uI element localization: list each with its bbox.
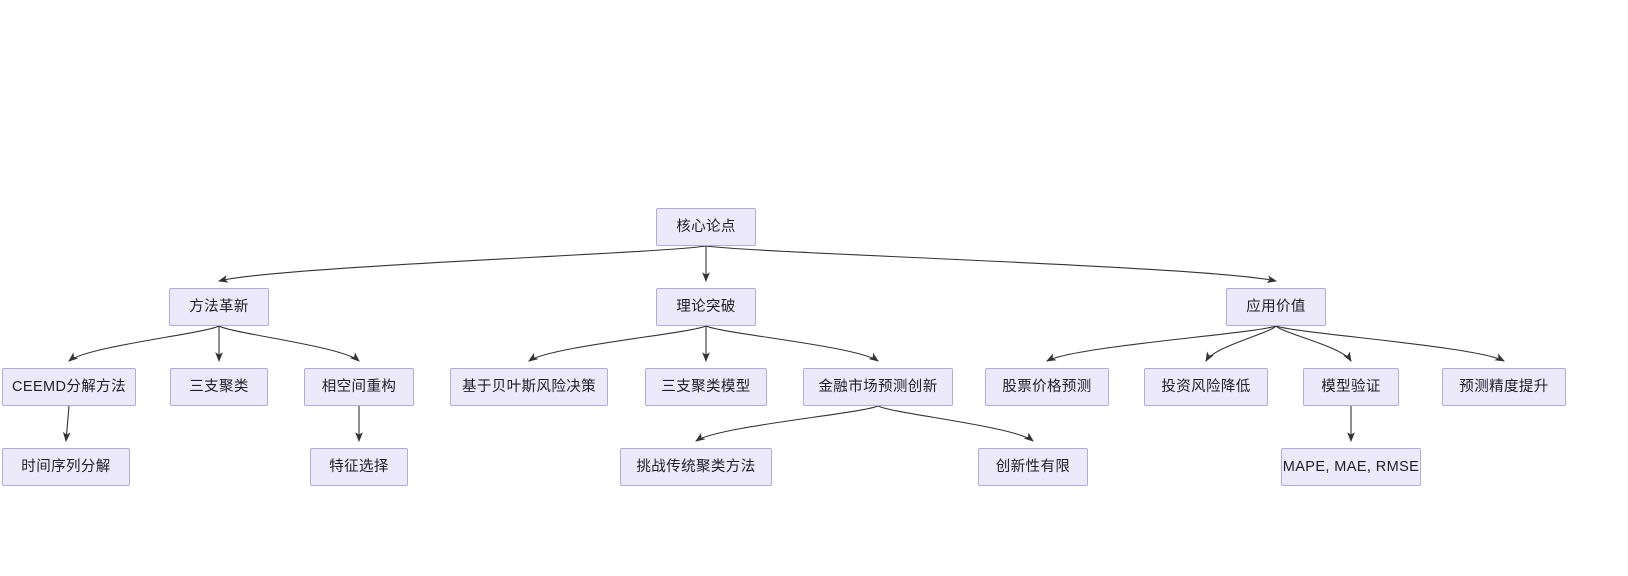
node-label: 投资风险降低 — [1161, 378, 1251, 395]
edge-n1-to-n6 — [218, 325, 360, 362]
node-label: 模型验证 — [1321, 378, 1381, 395]
edge-n3-to-n12 — [1275, 325, 1352, 362]
node-label: 特征选择 — [329, 458, 389, 475]
node-n15[interactable]: 特征选择 — [310, 448, 408, 486]
node-label: 核心论点 — [676, 218, 736, 235]
node-n10[interactable]: 股票价格预测 — [985, 368, 1109, 406]
node-n17[interactable]: 创新性有限 — [978, 448, 1088, 486]
edge-n4-to-n14 — [62, 405, 71, 443]
node-label: 挑战传统聚类方法 — [636, 458, 756, 475]
node-n14[interactable]: 时间序列分解 — [2, 448, 130, 486]
edge-n3-to-n13 — [1275, 325, 1505, 362]
node-n5[interactable]: 三支聚类 — [170, 368, 268, 406]
node-n12[interactable]: 模型验证 — [1303, 368, 1399, 406]
node-n1[interactable]: 方法革新 — [169, 288, 269, 326]
edge-n1-to-n4 — [68, 325, 220, 362]
node-label: CEEMD分解方法 — [12, 378, 126, 395]
edge-n9-to-n16 — [695, 405, 879, 442]
node-n8[interactable]: 三支聚类模型 — [645, 368, 767, 406]
node-n18[interactable]: MAPE, MAE, RMSE — [1281, 448, 1421, 486]
node-label: 三支聚类 — [189, 378, 249, 395]
node-label: MAPE, MAE, RMSE — [1282, 458, 1420, 475]
edge-n9-to-n17 — [877, 405, 1034, 442]
node-n16[interactable]: 挑战传统聚类方法 — [620, 448, 772, 486]
node-label: 应用价值 — [1246, 298, 1306, 315]
node-n9[interactable]: 金融市场预测创新 — [803, 368, 953, 406]
edge-n3-to-n11 — [1205, 325, 1277, 362]
edge-n3-to-n10 — [1046, 325, 1277, 362]
node-n7[interactable]: 基于贝叶斯风险决策 — [450, 368, 608, 406]
node-n3[interactable]: 应用价值 — [1226, 288, 1326, 326]
node-label: 创新性有限 — [995, 458, 1071, 475]
node-label: 三支聚类模型 — [661, 378, 751, 395]
edge-n2-to-n9 — [705, 325, 879, 362]
edge-n0-to-n3 — [705, 245, 1278, 283]
node-n6[interactable]: 相空间重构 — [304, 368, 414, 406]
node-n13[interactable]: 预测精度提升 — [1442, 368, 1566, 406]
node-n2[interactable]: 理论突破 — [656, 288, 756, 326]
node-label: 方法革新 — [189, 298, 249, 315]
node-label: 股票价格预测 — [1002, 378, 1092, 395]
node-label: 金融市场预测创新 — [818, 378, 938, 395]
node-label: 理论突破 — [676, 298, 736, 315]
node-label: 时间序列分解 — [21, 458, 111, 475]
edge-n2-to-n7 — [528, 325, 707, 362]
node-n4[interactable]: CEEMD分解方法 — [2, 368, 136, 406]
node-n0[interactable]: 核心论点 — [656, 208, 756, 246]
node-label: 预测精度提升 — [1459, 378, 1549, 395]
node-label: 相空间重构 — [321, 378, 397, 395]
node-n11[interactable]: 投资风险降低 — [1144, 368, 1268, 406]
node-label: 基于贝叶斯风险决策 — [461, 378, 597, 395]
edge-n0-to-n1 — [217, 245, 707, 283]
